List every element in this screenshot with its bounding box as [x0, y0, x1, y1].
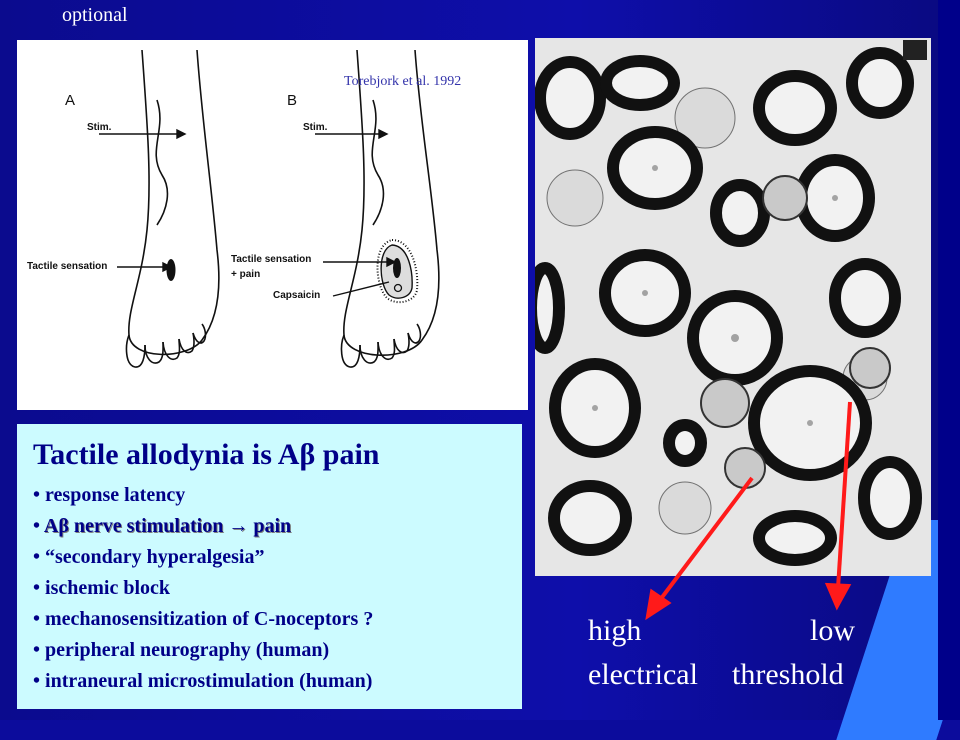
stim-label-a: Stim. — [87, 122, 112, 133]
bullet-item: • ischemic block — [33, 577, 171, 599]
tactile-label-a: Tactile sensation — [27, 261, 108, 272]
bullet-text: Aβ nerve stimulation → pain — [43, 515, 292, 537]
bullet-text: “secondary hyperalgesia” — [45, 546, 265, 568]
foot-drawings — [99, 49, 440, 368]
bullet-text: mechanosensitization of C-noceptors ? — [45, 608, 374, 630]
summary-title: Tactile allodynia is Aβ pain — [33, 438, 379, 472]
stim-label-b: Stim. — [303, 122, 328, 133]
bullet-item: • Aβ nerve stimulation → pain — [33, 515, 292, 537]
foot-diagram-figure: Torebjork et al. 1992 A B Stim. Stim. Ta… — [17, 40, 528, 410]
bullet-text: intraneural microstimulation (human) — [45, 670, 373, 692]
right-edge-band — [938, 0, 960, 720]
bullet-item: • mechanosensitization of C-noceptors ? — [33, 608, 374, 630]
bullet-item: • peripheral neurography (human) — [33, 639, 330, 661]
caption-low: low — [810, 614, 855, 647]
citation: Torebjork et al. 1992 — [344, 74, 462, 89]
micrograph-image — [535, 38, 931, 576]
bullet-item: • “secondary hyperalgesia” — [33, 546, 265, 568]
foot-b-tactile-spot — [393, 258, 401, 278]
title-prefix: Tactile allodynia is A — [33, 438, 300, 471]
optional-tag: optional — [62, 4, 128, 26]
title-beta-symbol: β — [299, 438, 316, 471]
capsaicin-label: Capsaicin — [273, 290, 321, 301]
bullet-text: ischemic block — [45, 577, 171, 599]
caption-threshold: threshold — [732, 658, 844, 691]
bullet-text: response latency — [45, 484, 186, 506]
bullet-item: • response latency — [33, 484, 186, 506]
caption-high: high — [588, 614, 642, 647]
bullet-list: • response latency • Aβ nerve stimulatio… — [33, 480, 373, 697]
panel-a-label: A — [65, 92, 76, 109]
bullet-item: • intraneural microstimulation (human) — [33, 670, 373, 692]
caption-electrical: electrical — [588, 658, 698, 691]
title-suffix: pain — [315, 438, 380, 471]
pain-label-b: + pain — [231, 269, 261, 280]
bullet-text: peripheral neurography (human) — [45, 639, 330, 661]
panel-b-label: B — [287, 92, 298, 109]
nerve-micrograph — [535, 38, 931, 576]
summary-textbox: Tactile allodynia is Aβ pain • response … — [17, 424, 522, 709]
foot-a-tactile-spot — [166, 259, 176, 281]
tactile-label-b: Tactile sensation — [231, 254, 312, 265]
